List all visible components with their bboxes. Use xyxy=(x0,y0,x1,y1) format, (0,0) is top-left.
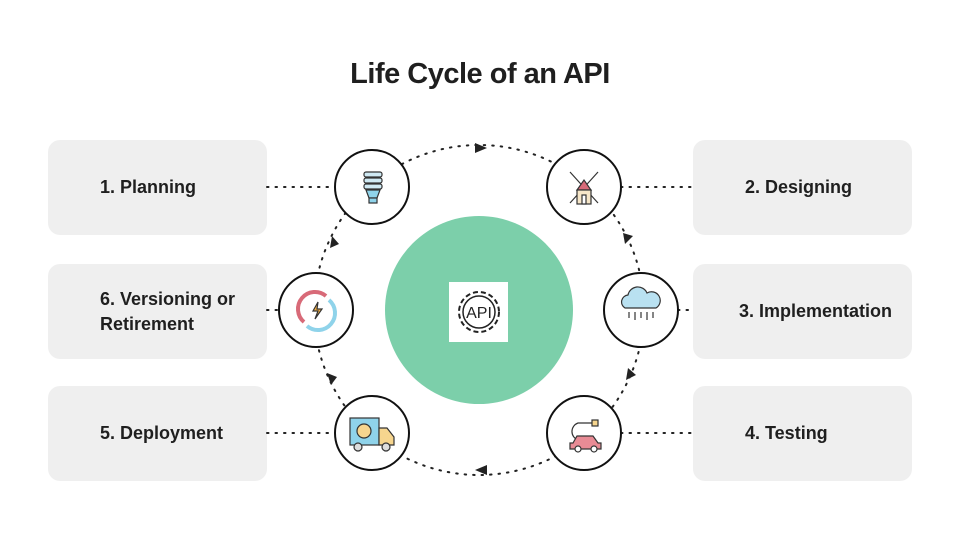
step-label: 5. Deployment xyxy=(100,423,224,443)
step-label: 6. Versioning or Retirement xyxy=(100,288,236,334)
electric-car-icon xyxy=(569,419,602,453)
windmill-icon xyxy=(569,171,599,205)
step-box-designing: 2. Designing xyxy=(693,140,912,235)
step-box-deployment: 5. Deployment xyxy=(48,386,267,481)
arrow-icon xyxy=(626,368,636,380)
connector-lines xyxy=(266,186,694,434)
arrow-icon xyxy=(623,233,633,244)
api-gear-icon: API xyxy=(449,282,508,342)
step-label: 1. Planning xyxy=(100,177,197,197)
arrow-icon xyxy=(330,236,339,248)
step-box-planning: 1. Planning xyxy=(48,140,267,235)
center-label: API xyxy=(466,305,492,322)
rain-cloud-icon xyxy=(620,286,661,320)
step-box-testing: 4. Testing xyxy=(693,386,912,481)
arrow-icon xyxy=(327,373,337,385)
direction-arrows xyxy=(327,143,636,475)
electric-truck-icon xyxy=(349,417,395,452)
step-label: 2. Designing xyxy=(745,177,853,197)
step-box-implementation: 3. Implementation xyxy=(693,264,912,359)
step-label: 3. Implementation xyxy=(739,301,893,321)
arrow-icon xyxy=(475,143,487,153)
icon-circles xyxy=(278,149,679,471)
renewable-energy-icon xyxy=(296,290,337,332)
page-title: Life Cycle of an API xyxy=(350,58,610,90)
arrow-icon xyxy=(475,465,487,475)
step-label: 4. Testing xyxy=(745,423,828,443)
lightbulb-icon xyxy=(363,171,383,204)
step-box-versioning: 6. Versioning or Retirement xyxy=(48,264,267,359)
